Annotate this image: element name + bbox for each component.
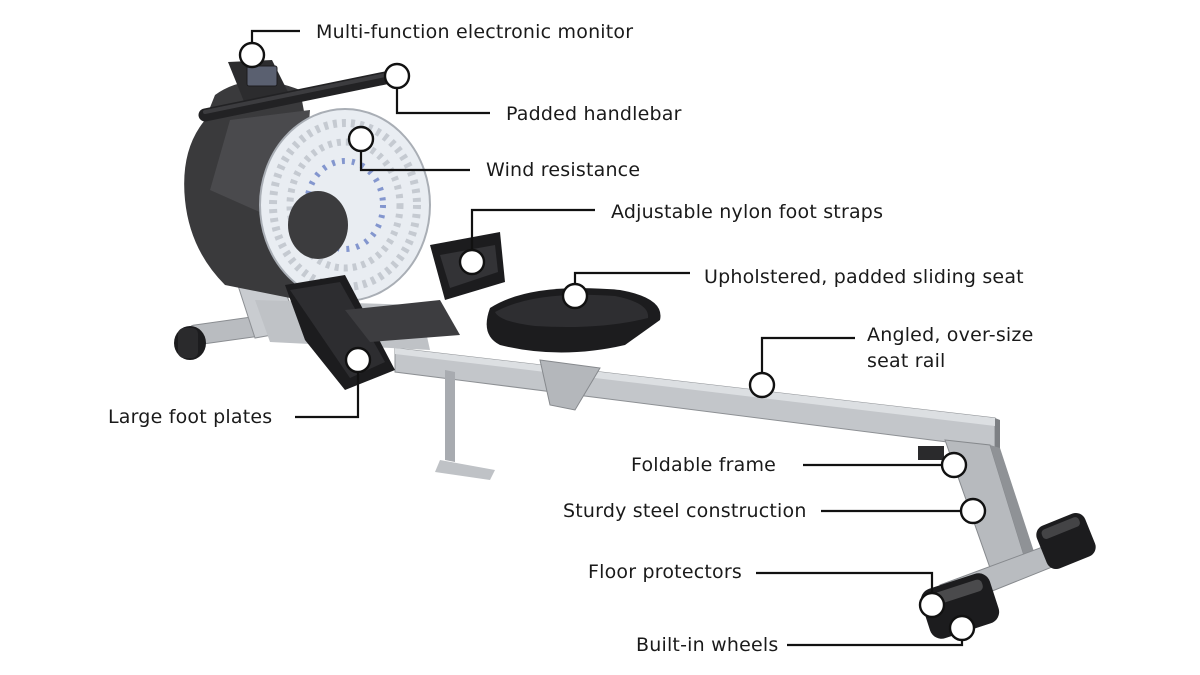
handlebar — [198, 69, 402, 122]
marker-steel-construction — [959, 497, 987, 525]
marker-floor-protectors — [918, 591, 946, 619]
rear-stabilizer — [920, 512, 1096, 639]
label-steel-construction: Sturdy steel construction — [563, 500, 807, 522]
callout-labels: Multi-function electronic monitor Padded… — [108, 21, 1033, 656]
leader-line — [760, 336, 855, 385]
label-wind-resistance: Wind resistance — [486, 159, 640, 181]
marker-foot-straps — [458, 248, 486, 276]
marker-wind-resistance — [347, 125, 375, 153]
label-foldable-frame: Foldable frame — [631, 454, 776, 476]
marker-handlebar — [383, 62, 411, 90]
marker-built-in-wheels — [948, 614, 976, 642]
rear-leg-frame — [918, 439, 1040, 583]
label-seat-rail-line1: Angled, over-size — [867, 324, 1033, 346]
label-handlebar: Padded handlebar — [506, 103, 682, 125]
sliding-seat — [486, 288, 661, 411]
label-foot-straps: Adjustable nylon foot straps — [611, 201, 883, 223]
label-foot-plates: Large foot plates — [108, 406, 272, 428]
rowing-machine-illustration — [174, 60, 1096, 639]
label-built-in-wheels: Built-in wheels — [636, 634, 778, 656]
label-monitor: Multi-function electronic monitor — [316, 21, 633, 43]
marker-monitor — [238, 41, 266, 69]
air-fan — [259, 108, 431, 302]
marker-foot-plates — [344, 346, 372, 374]
label-floor-protectors: Floor protectors — [588, 561, 742, 583]
leader-line — [295, 360, 360, 419]
label-seat-rail-line2: seat rail — [867, 350, 946, 372]
marker-foldable-frame — [940, 451, 968, 479]
leader-line — [470, 208, 595, 262]
callout-markers — [238, 41, 987, 642]
leader-line — [756, 571, 934, 598]
marker-seat-rail — [748, 371, 776, 399]
leader-line — [395, 76, 490, 115]
marker-seat — [561, 282, 589, 310]
label-seat: Upholstered, padded sliding seat — [704, 266, 1024, 288]
